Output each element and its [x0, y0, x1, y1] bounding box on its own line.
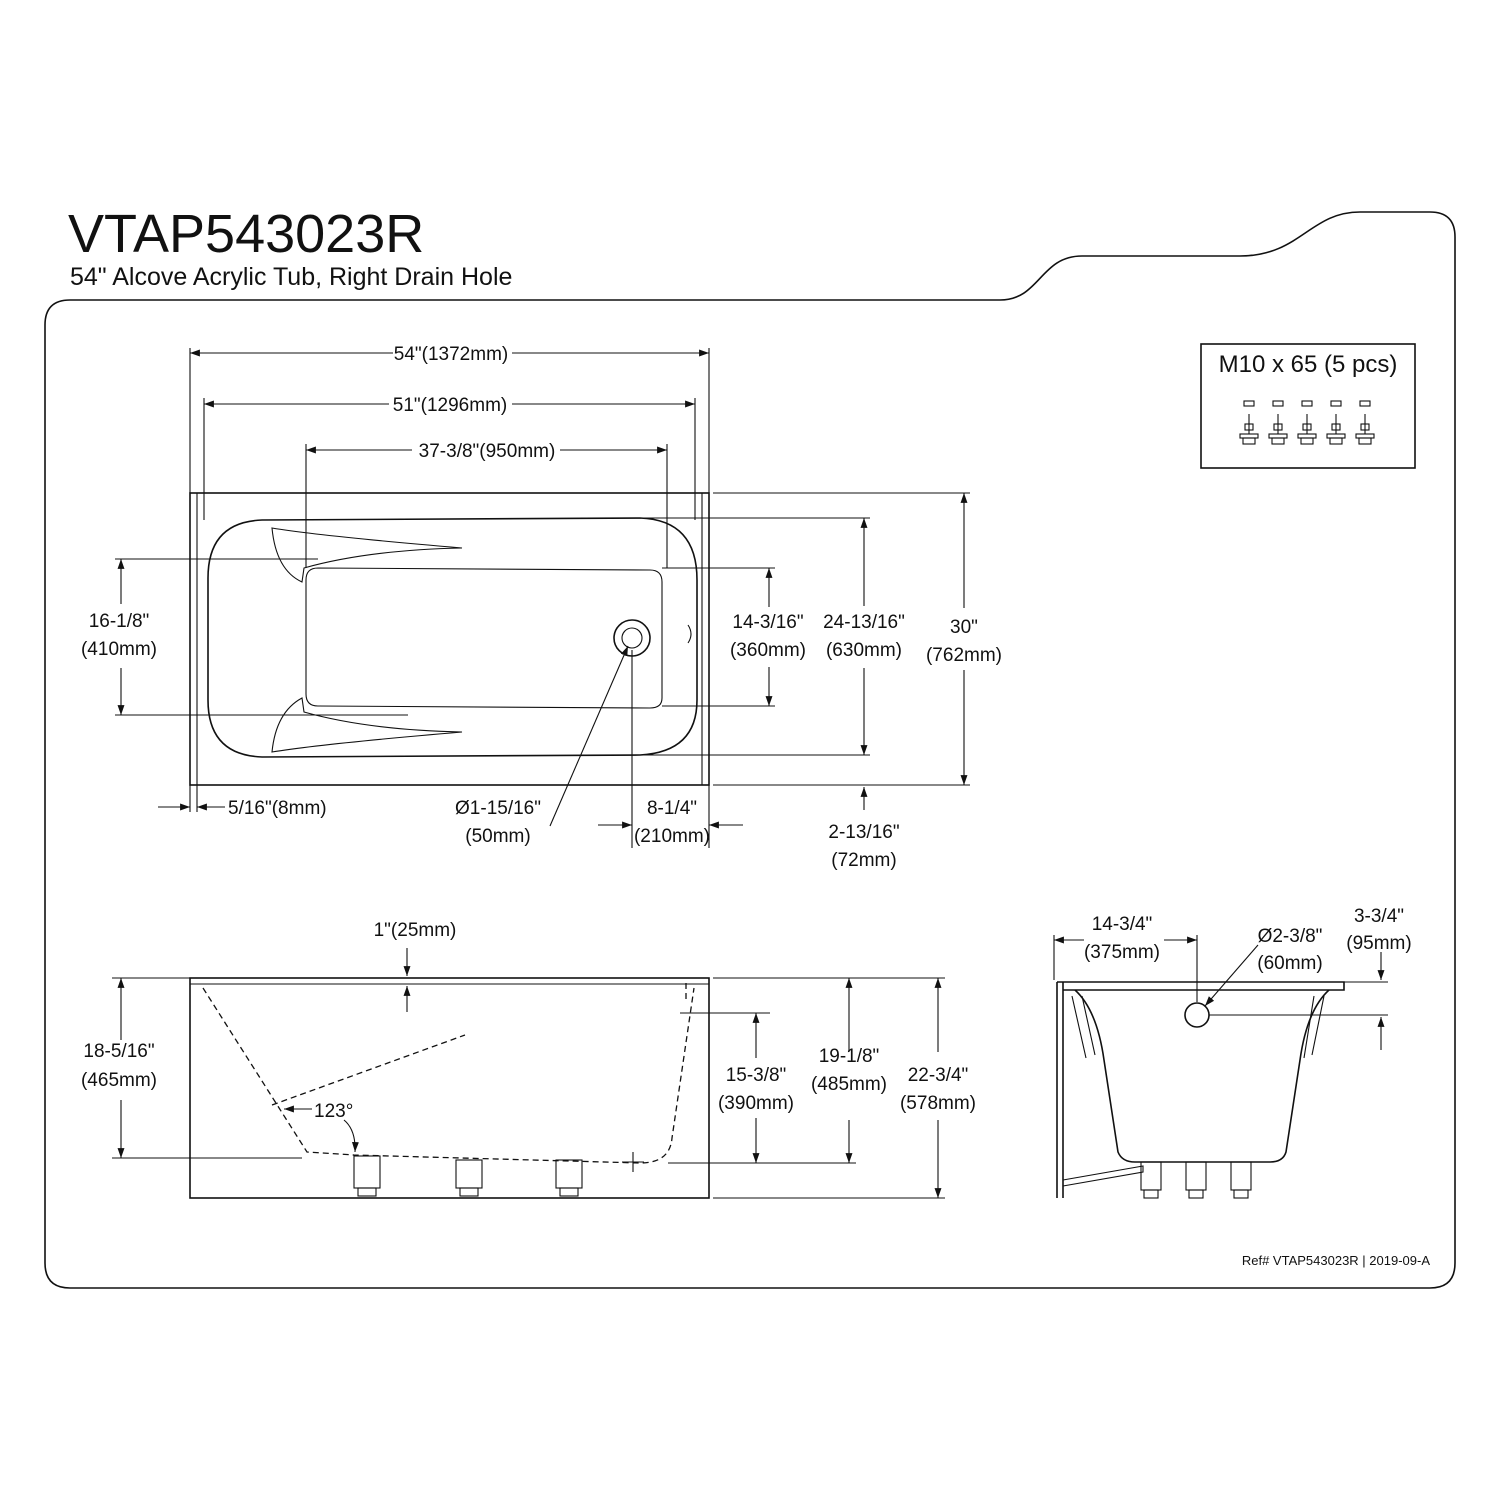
- dim-inner-depth-mm: (485mm): [811, 1074, 887, 1095]
- model-title: VTAP543023R: [68, 204, 424, 264]
- dim-rim: 1"(25mm): [374, 920, 457, 941]
- dim-bottom-margin-mm: (72mm): [831, 850, 896, 871]
- dim-basin-width-in: 14-3/16": [732, 612, 803, 633]
- dim-inner-width-in: 24-13/16": [823, 612, 905, 633]
- dim-bottom-margin-in: 2-13/16": [828, 822, 899, 843]
- dim-inner-width-mm: (630mm): [826, 640, 902, 661]
- leveling-bolt-icons: [1239, 400, 1375, 445]
- dim-depth-left-in: 18-5/16": [83, 1041, 154, 1062]
- reference-number: Ref# VTAP543023R | 2019-09-A: [1242, 1253, 1430, 1268]
- end-view: 14-3/4" (375mm) Ø2-3/8" (60mm) 3-3/4" (9…: [1053, 906, 1412, 1199]
- dim-basin-width-mm: (360mm): [730, 640, 806, 661]
- hardware-box: M10 x 65 (5 pcs): [1200, 343, 1416, 469]
- dim-overall-height-mm: (578mm): [900, 1093, 976, 1114]
- dim-overall-length: 54"(1372mm): [394, 344, 508, 365]
- dim-overflow-dia-mm: (60mm): [1257, 953, 1322, 974]
- dim-flange: 5/16"(8mm): [228, 798, 327, 819]
- dim-left-height-in: 16-1/8": [89, 611, 150, 632]
- dim-overflow-drop-in: 3-3/4": [1354, 906, 1404, 927]
- dim-left-height-mm: (410mm): [81, 639, 157, 660]
- dim-basin-length: 37-3/8"(950mm): [419, 441, 556, 462]
- dim-overflow-dia-in: Ø2-3/8": [1258, 926, 1323, 947]
- drain-inner: [621, 627, 643, 649]
- dim-angle: 123°: [314, 1101, 353, 1122]
- dim-drain-offset-mm: (210mm): [634, 826, 710, 847]
- dim-inner-length: 51"(1296mm): [393, 395, 507, 416]
- product-subtitle: 54" Alcove Acrylic Tub, Right Drain Hole: [70, 263, 512, 291]
- dim-drain-dia-in: Ø1-15/16": [455, 798, 541, 819]
- dim-overflow-drop-mm: (95mm): [1346, 933, 1411, 954]
- dim-inner-depth-in: 19-1/8": [819, 1046, 880, 1067]
- overflow-hole: [1184, 1002, 1210, 1028]
- dim-overall-width-in: 30": [950, 617, 978, 638]
- leveling-bolt-icon: [1326, 400, 1346, 445]
- leveling-bolt-icon: [1268, 400, 1288, 445]
- dim-end-width-mm: (375mm): [1084, 942, 1160, 963]
- end-feet: [1140, 1161, 1252, 1199]
- dim-water-depth-in: 15-3/8": [726, 1065, 787, 1086]
- sheet-frame: [44, 211, 1456, 1289]
- dim-end-width-in: 14-3/4": [1092, 914, 1153, 935]
- hardware-label: M10 x 65 (5 pcs): [1219, 351, 1398, 378]
- leveling-bolt-icon: [1355, 400, 1375, 445]
- top-view: 54"(1372mm) 51"(1296mm) 37-3/8"(950mm) 1…: [81, 344, 1002, 871]
- side-feet: [353, 1152, 644, 1197]
- dim-overall-height-in: 22-3/4": [908, 1065, 969, 1086]
- side-view: 1"(25mm) 18-5/16" (465mm) 123° 15-3/8" (…: [81, 920, 976, 1199]
- dim-drain-offset-in: 8-1/4": [647, 798, 697, 819]
- dim-overall-width-mm: (762mm): [926, 645, 1002, 666]
- leveling-bolt-icon: [1239, 400, 1259, 445]
- dim-water-depth-mm: (390mm): [718, 1093, 794, 1114]
- dim-depth-left-mm: (465mm): [81, 1070, 157, 1091]
- leveling-bolt-icon: [1297, 400, 1317, 445]
- dim-drain-dia-mm: (50mm): [465, 826, 530, 847]
